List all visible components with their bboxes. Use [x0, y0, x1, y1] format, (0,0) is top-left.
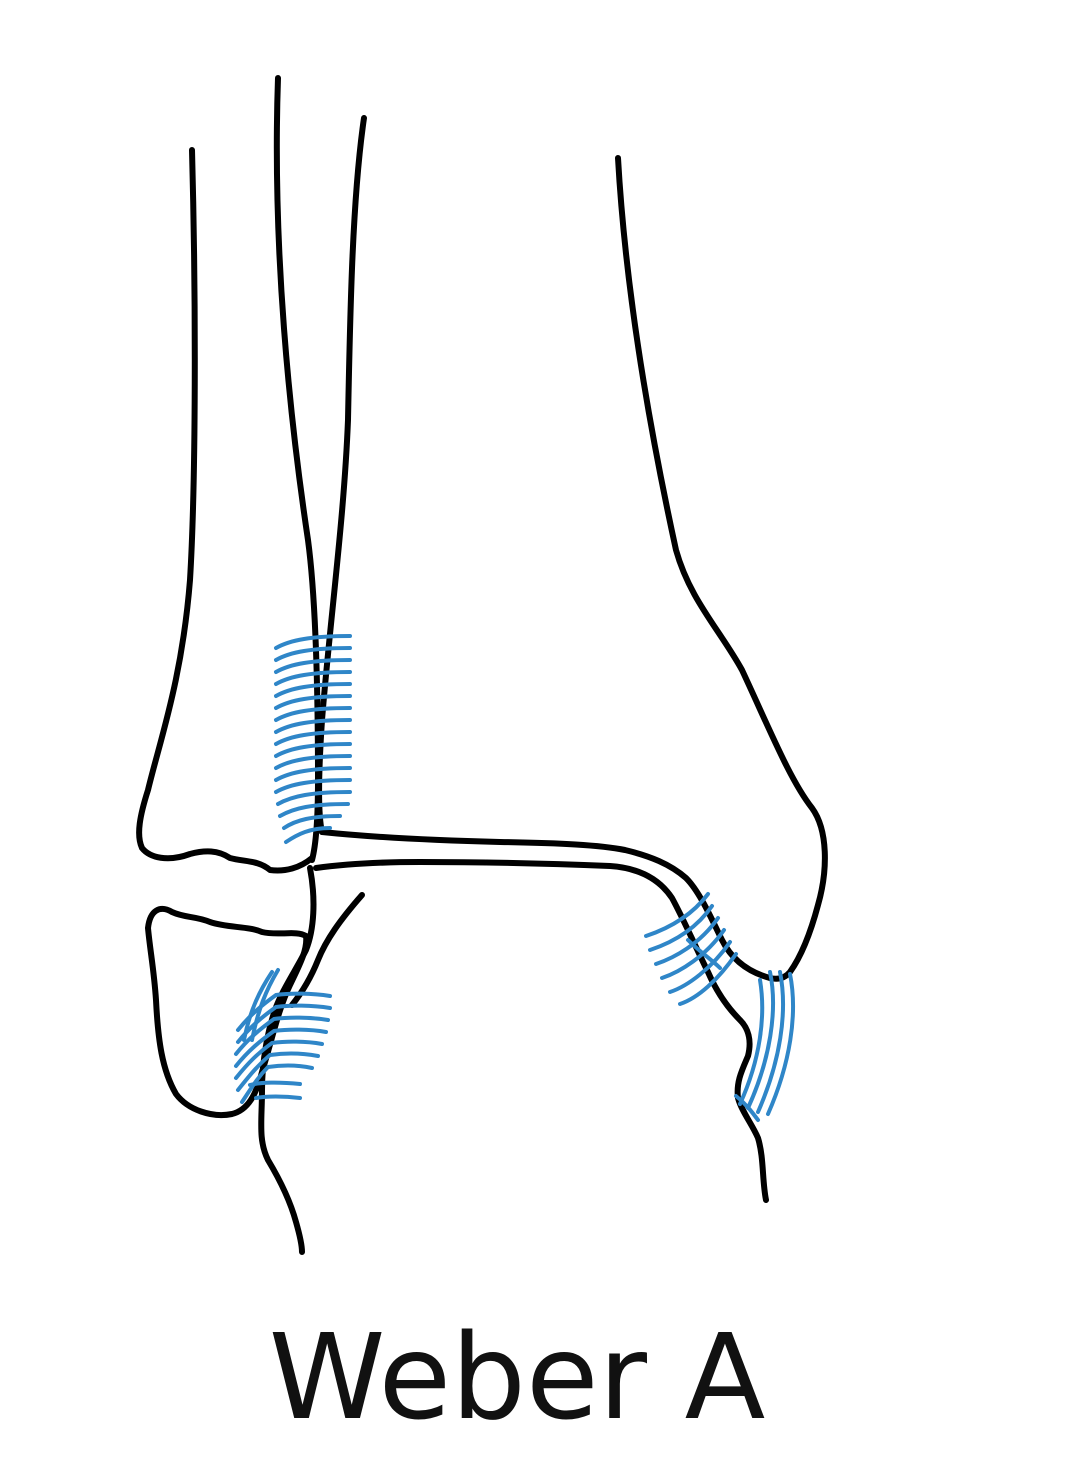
- deltoid-fiber: [686, 938, 722, 970]
- syndesmosis-fiber: [274, 754, 352, 770]
- syndesmosis-fiber: [274, 730, 352, 746]
- fibula: [136, 75, 321, 1118]
- lateral-ankle-ligament: [234, 968, 332, 1104]
- talus-lateral-outline: [258, 865, 317, 1255]
- capsule-fiber: [746, 970, 776, 1110]
- medial-deltoid-ligament: [644, 892, 738, 1006]
- syndesmosis-fiber: [274, 646, 352, 662]
- syndesmosis-fiber: [274, 706, 352, 722]
- medial-capsule-ligament: [734, 970, 796, 1122]
- lateral-ligament-fiber: [254, 1094, 302, 1100]
- deltoid-fiber: [678, 952, 738, 1006]
- deltoid-fiber: [668, 940, 732, 994]
- deltoid-fiber: [654, 916, 720, 966]
- lateral-ligament-fiber: [242, 970, 274, 1042]
- lateral-ligament-fiber: [236, 1051, 320, 1092]
- tibia-lateral-outline: [316, 115, 367, 835]
- tibia: [316, 115, 828, 982]
- lateral-ligament-fiber: [240, 1063, 314, 1104]
- syndesmosis-fiber: [274, 766, 352, 782]
- syndesmosis-fiber: [284, 826, 332, 844]
- lateral-ligament-fiber: [234, 1027, 328, 1068]
- tibia-medial-outline: [615, 155, 828, 982]
- syndesmosis-ligament: [274, 634, 352, 844]
- syndesmosis-fiber: [276, 790, 352, 806]
- lateral-ligament-fiber: [236, 1003, 332, 1044]
- syndesmosis-fiber: [274, 742, 352, 758]
- tibia-plafond: [319, 829, 773, 981]
- syndesmosis-fiber: [274, 778, 352, 794]
- talus: [258, 859, 769, 1255]
- fibula-lateral-outline: [136, 147, 315, 874]
- lateral-ligament-fiber: [234, 1015, 330, 1056]
- syndesmosis-fiber: [274, 658, 352, 674]
- lateral-ligament-fiber: [250, 968, 280, 1042]
- syndesmosis-fiber: [282, 814, 342, 830]
- syndesmosis-fiber: [274, 634, 352, 650]
- capsule-fiber: [738, 978, 765, 1106]
- talus-dome: [313, 859, 769, 1203]
- capsule-fiber: [766, 972, 796, 1116]
- lateral-ligament-fiber: [234, 1039, 324, 1080]
- syndesmosis-fiber: [274, 694, 352, 710]
- capsule-fiber: [756, 970, 786, 1114]
- deltoid-fiber: [648, 904, 714, 952]
- deltoid-fiber: [660, 928, 726, 980]
- capsule-fiber: [734, 1094, 760, 1122]
- syndesmosis-fiber: [278, 802, 350, 818]
- fibula-avulsion-fragment: [145, 906, 310, 1118]
- syndesmosis-fiber: [274, 682, 352, 698]
- syndesmosis-fiber: [274, 670, 352, 686]
- lateral-ligament-fiber: [248, 1080, 302, 1087]
- deltoid-fiber: [644, 892, 710, 938]
- syndesmosis-fiber: [274, 718, 352, 734]
- diagram-caption: Weber A: [268, 1308, 766, 1446]
